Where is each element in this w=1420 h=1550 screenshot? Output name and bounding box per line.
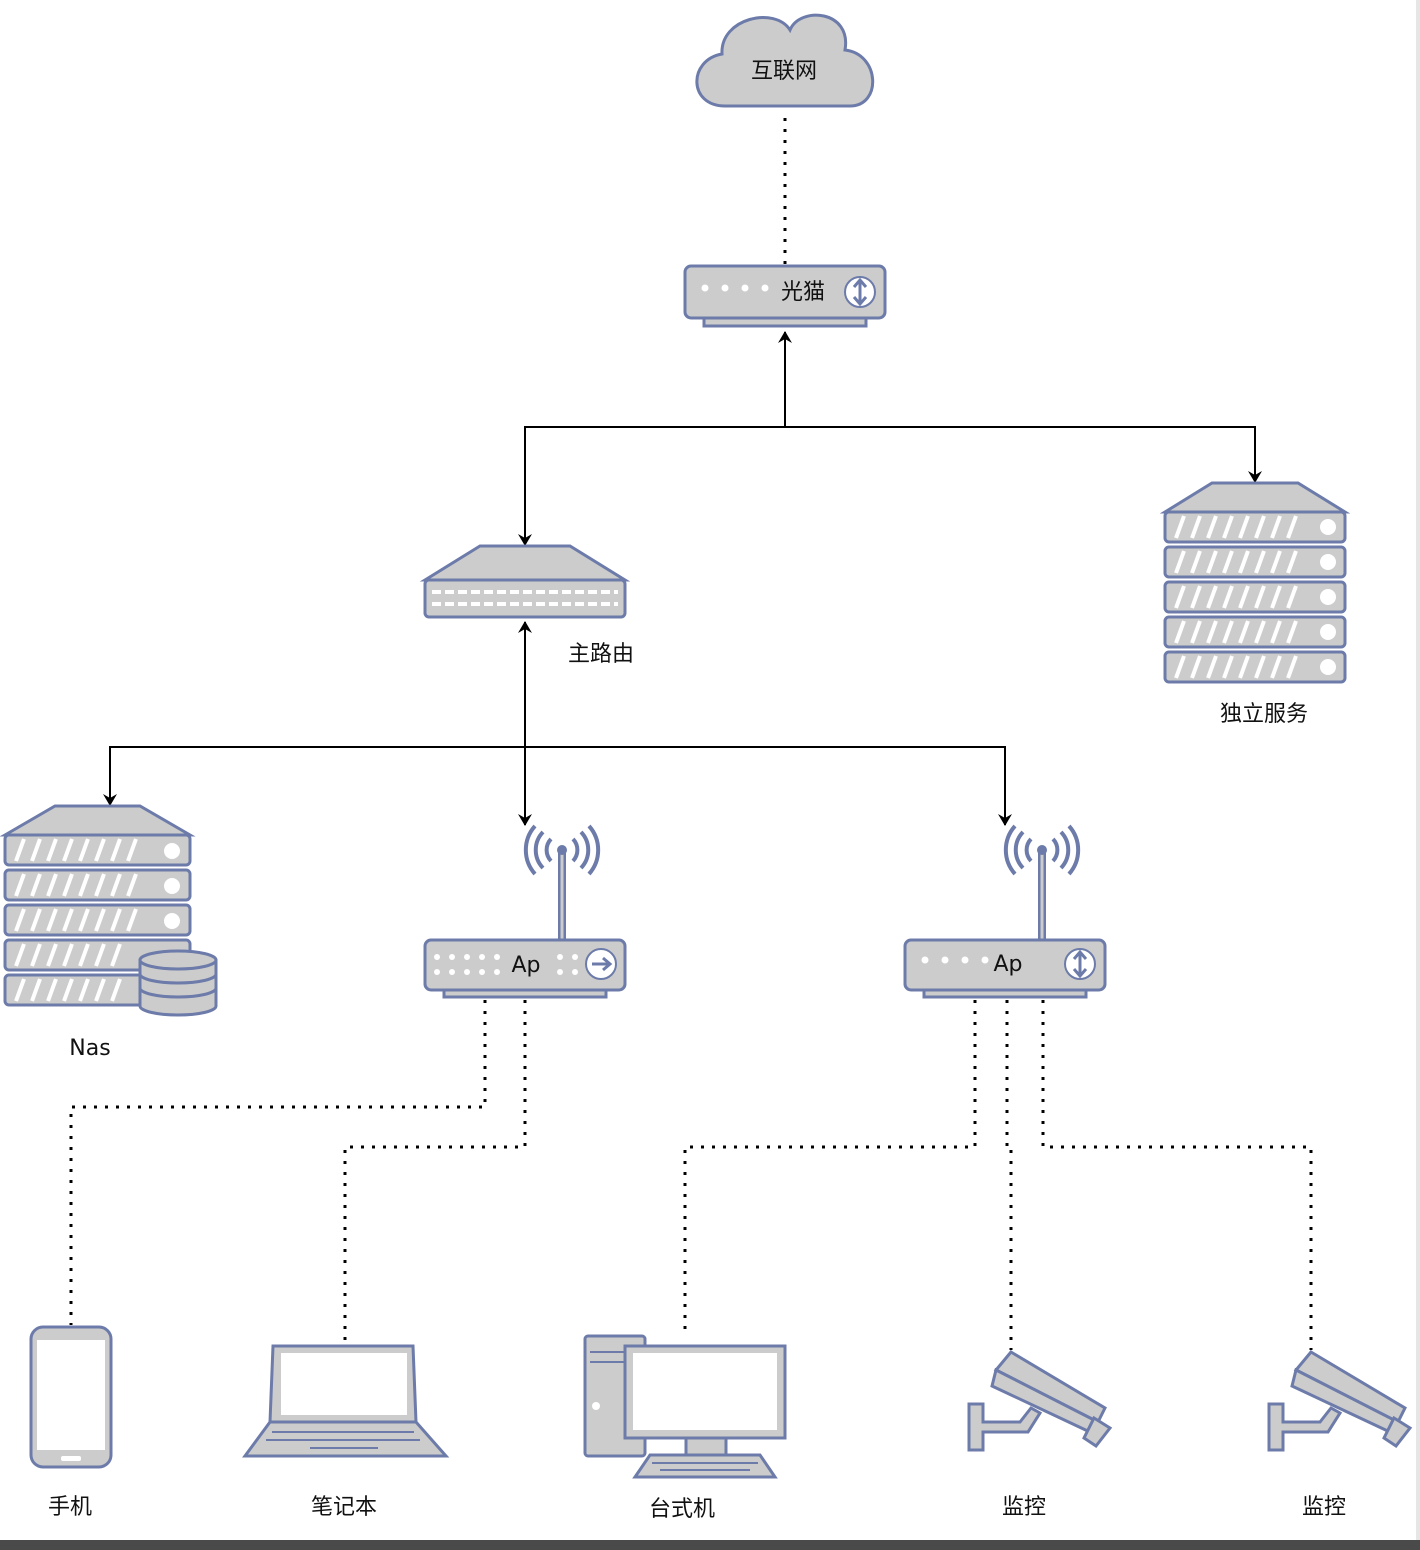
ap-left-icon[interactable]: Ap (423, 824, 627, 999)
phone-label: 手机 (48, 1495, 92, 1520)
edge-ap-camera-1 (1005, 1000, 1013, 1350)
nas-icon[interactable]: Nas (0, 804, 218, 1061)
main-router-icon[interactable]: 主路由 (419, 544, 634, 667)
camera-2-label: 监控 (1302, 1495, 1346, 1520)
standalone-server-label: 独立服务 (1220, 702, 1308, 727)
canvas-right-edge (1416, 0, 1420, 1550)
edge-router-nas (103, 746, 525, 806)
ap-left-label: Ap (511, 953, 540, 978)
ap-right-label: Ap (993, 952, 1022, 977)
standalone-server-icon[interactable]: 独立服务 (1159, 481, 1351, 727)
camera-1-icon[interactable]: 监控 (967, 1350, 1113, 1520)
internet-label: 互联网 (751, 59, 817, 84)
edge-ap-laptop (343, 1000, 527, 1345)
edges (69, 118, 1313, 1350)
laptop-icon[interactable]: 笔记本 (242, 1344, 450, 1520)
edge-ap-desktop (683, 1000, 977, 1337)
ap-right-icon[interactable]: Ap (903, 824, 1107, 999)
edge-modem-server (785, 426, 1262, 483)
edge-modem-router (518, 426, 785, 546)
laptop-label: 笔记本 (311, 1495, 377, 1520)
camera-2-icon[interactable]: 监控 (1267, 1350, 1413, 1520)
phone-icon[interactable]: 手机 (29, 1325, 113, 1520)
modem-label: 光猫 (781, 280, 825, 305)
edge-ap-camera-2 (1041, 1000, 1313, 1350)
edge-ap-phone (69, 1000, 487, 1325)
desktop-label: 台式机 (649, 1497, 715, 1522)
internet-cloud-icon[interactable]: 互联网 (695, 13, 875, 108)
database-icon (138, 949, 218, 1017)
canvas-bottom-bar (0, 1540, 1420, 1550)
nas-label: Nas (69, 1036, 110, 1061)
modem-icon[interactable]: 光猫 (683, 264, 887, 328)
edge-router-ap-right (525, 746, 1012, 826)
camera-1-label: 监控 (1002, 1495, 1046, 1520)
main-router-label: 主路由 (568, 642, 634, 667)
desktop-icon[interactable]: 台式机 (583, 1334, 787, 1522)
